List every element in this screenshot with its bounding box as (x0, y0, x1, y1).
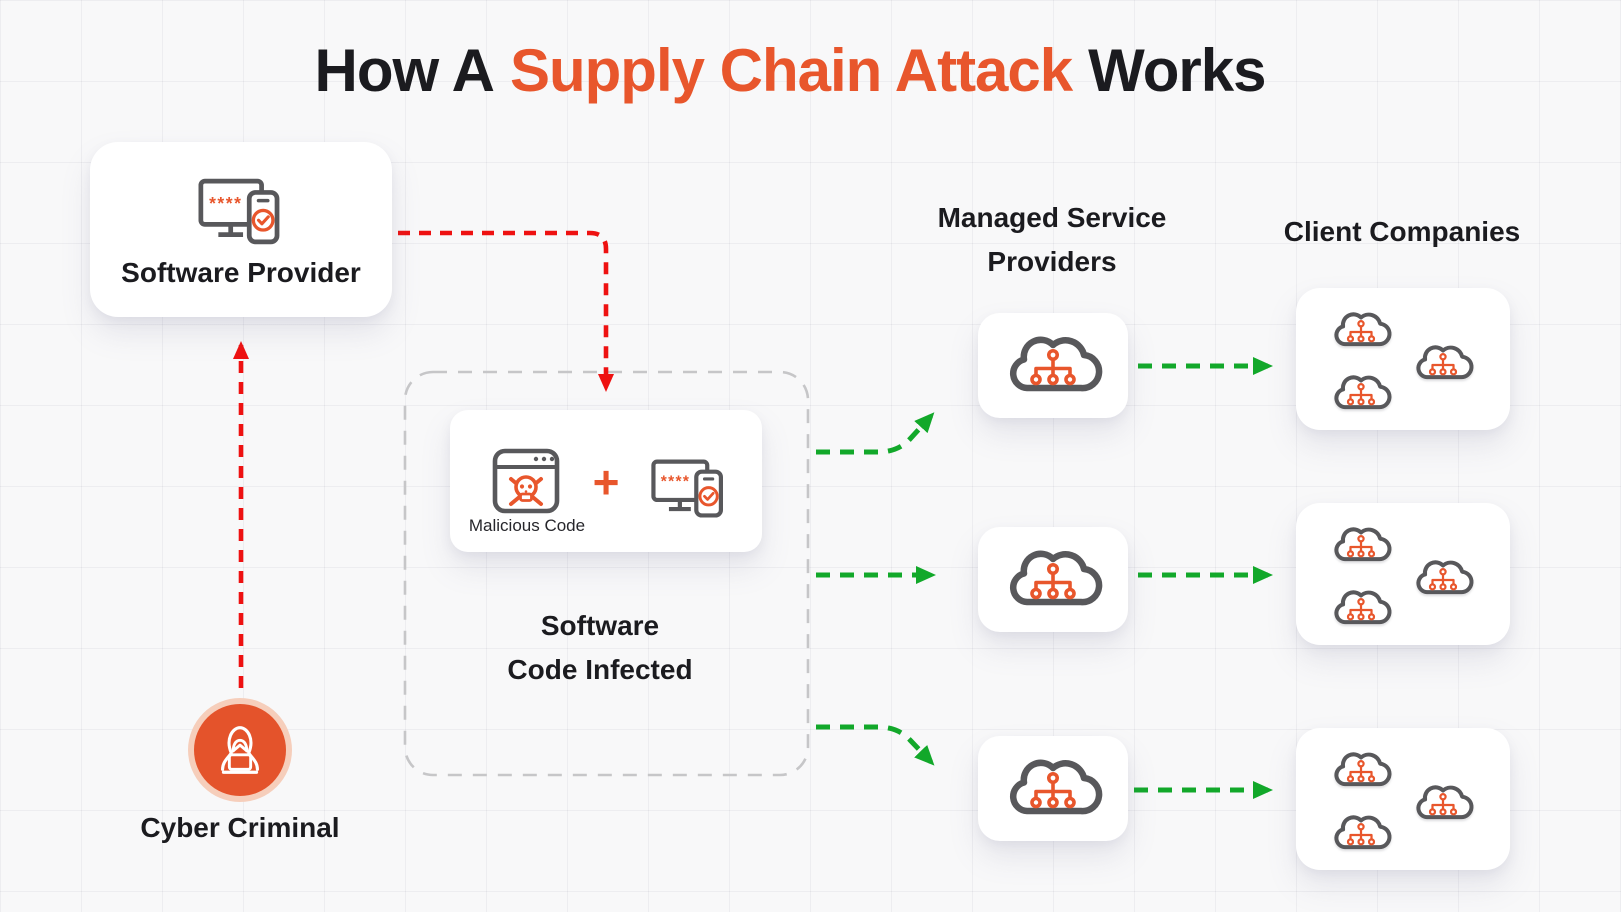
title-highlight: Supply Chain Attack (509, 37, 1073, 104)
arrow-infected-to-msp-1 (816, 412, 935, 455)
msp-card-1 (978, 313, 1128, 418)
malicious-code-card: + Malicious Code (450, 410, 762, 552)
msp-card-2 (978, 527, 1128, 632)
client-companies-card-1 (1296, 288, 1510, 430)
client-companies-card-3 (1296, 728, 1510, 870)
cloud-network-icon (1330, 585, 1392, 632)
browser-skull-malware-icon (492, 448, 560, 514)
plus-icon: + (592, 456, 620, 508)
software-provider-card: Software Provider (90, 142, 392, 317)
caption-line1: Software (540, 610, 660, 641)
cyber-criminal-label: Cyber Criminal (140, 812, 340, 843)
cloud-network-icon (1412, 555, 1474, 602)
client-column-heading: Client Companies (1283, 216, 1521, 247)
cloud-network-icon (1003, 328, 1103, 404)
cloud-network-icon (1330, 747, 1392, 794)
title-part1: How A (314, 37, 495, 104)
cloud-network-icon (1330, 810, 1392, 857)
msp-heading-line1: Managed Service (937, 202, 1167, 233)
caption-line2: Code Infected (507, 654, 693, 685)
title-part2: Works (1088, 37, 1266, 104)
msp-column-heading: Managed Service Providers (902, 196, 1202, 284)
msp-heading-line2: Providers (987, 246, 1117, 277)
cloud-network-icon (1003, 542, 1103, 618)
cyber-criminal-badge (188, 698, 292, 802)
cloud-network-icon (1330, 307, 1392, 354)
cloud-network-icon (1412, 780, 1474, 827)
software-provider-label: Software Provider (121, 257, 361, 289)
arrow-provider-to-infected-code (398, 230, 614, 392)
cyber-criminal-circle (194, 704, 286, 796)
cloud-network-icon (1412, 340, 1474, 387)
page-title: How A Supply Chain Attack Works (0, 36, 1580, 105)
hooded-hacker-laptop-icon (221, 726, 259, 774)
cloud-network-icon (1330, 522, 1392, 569)
monitor-password-phone-check-icon (197, 177, 285, 247)
monitor-password-phone-check-icon (650, 458, 728, 520)
cloud-network-icon (1330, 370, 1392, 417)
msp-card-3 (978, 736, 1128, 841)
cloud-network-icon (1003, 751, 1103, 827)
malicious-code-label: Malicious Code (468, 516, 586, 535)
arrow-infected-to-msp-3 (816, 724, 935, 766)
client-companies-card-2 (1296, 503, 1510, 645)
software-code-infected-caption: Software Code Infected (450, 604, 750, 692)
